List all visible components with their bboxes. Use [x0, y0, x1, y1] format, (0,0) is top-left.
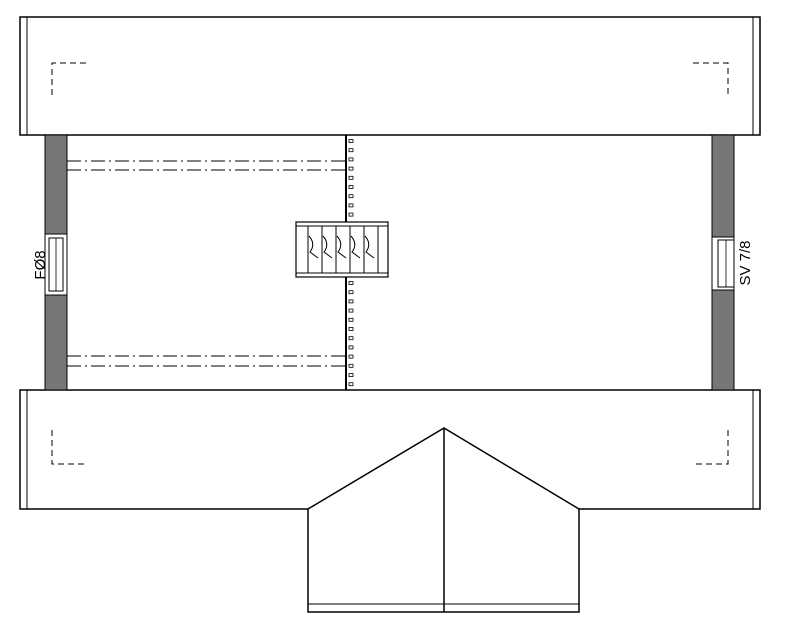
beam-lines — [67, 160, 345, 367]
dormer — [307, 427, 580, 613]
partition-tick — [348, 299, 354, 304]
center-partition — [345, 135, 354, 390]
partition-tick — [348, 317, 354, 322]
right-wall-lower — [711, 289, 735, 391]
left-wall-lower — [44, 294, 68, 391]
partition-ticks — [348, 139, 354, 387]
partition-tick — [348, 290, 354, 295]
roof-top — [19, 16, 761, 136]
partition-tick — [348, 382, 354, 387]
stair-winder — [364, 235, 375, 259]
right-wall — [711, 134, 735, 391]
partition-tick — [348, 373, 354, 377]
corner-mark-br — [693, 430, 729, 465]
partition-tick — [348, 166, 354, 171]
stair-outline — [295, 221, 389, 278]
partition-tick — [348, 175, 354, 180]
partition-tick — [348, 139, 354, 143]
corner-mark-tr — [693, 62, 729, 98]
partition-tick — [348, 281, 354, 285]
stair-winder — [336, 235, 347, 259]
partition-tick — [348, 148, 354, 153]
left-wall — [44, 134, 68, 391]
partition-tick — [348, 185, 354, 189]
partition-tick — [348, 363, 354, 368]
partition-tick — [348, 194, 354, 199]
corner-mark-tl — [51, 62, 86, 98]
partition-tick — [348, 308, 354, 313]
partition-tick — [348, 327, 354, 331]
partition-tick — [348, 203, 354, 208]
partition-tick — [348, 345, 354, 350]
partition-tick — [348, 354, 354, 359]
right-window-label: SV 7/8 — [737, 240, 754, 285]
left-window-label: FØ8 — [32, 250, 49, 279]
partition-tick — [348, 157, 354, 162]
stair-treads — [307, 226, 375, 273]
right-wall-upper — [711, 134, 735, 238]
stair-winder — [308, 235, 319, 259]
left-wall-upper — [44, 134, 68, 235]
corner-mark-bl — [51, 430, 86, 465]
roof-top-outer — [19, 16, 761, 136]
stair-winder — [322, 235, 333, 259]
partition-tick — [348, 336, 354, 341]
partition-tick — [348, 212, 354, 217]
staircase — [295, 221, 389, 278]
stair-winder — [350, 235, 361, 259]
